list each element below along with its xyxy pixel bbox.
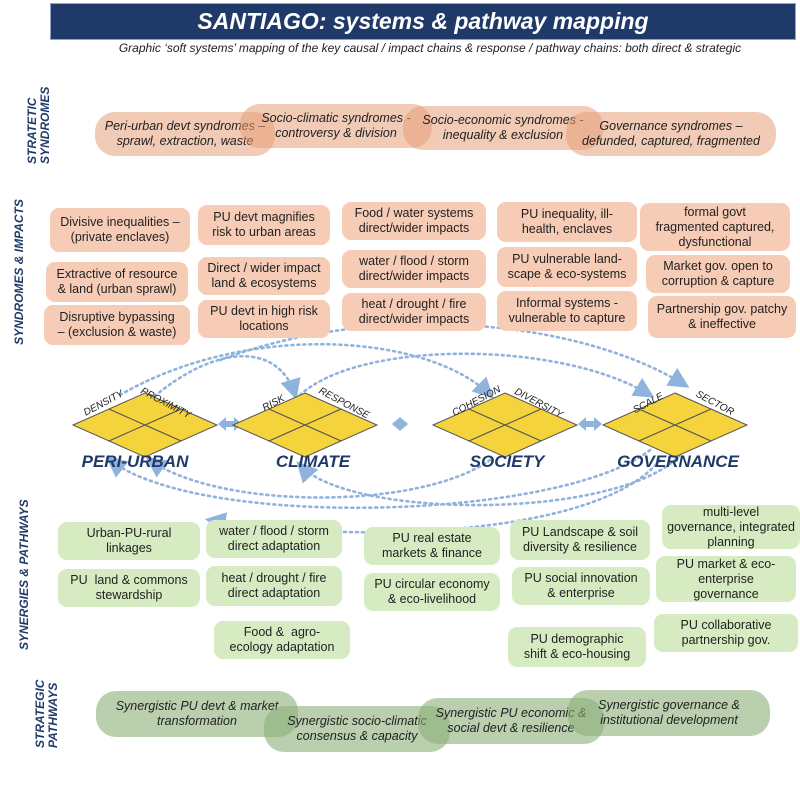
impact-disruptive-bypassing: Disruptive bypassing – (exclusion & wast…	[44, 305, 190, 345]
synergy-pu-collaborative-partnership: PU collaborative partnership gov.	[654, 614, 798, 652]
syndrome-governance: Governance syndromes – defunded, capture…	[566, 112, 776, 156]
synergy-pu-land-commons: PU land & commons stewardship	[58, 569, 200, 607]
arc-periurban-society-upper	[118, 342, 494, 399]
double-arrow-1	[218, 417, 242, 431]
synergy-urban-pu-rural: Urban-PU-rural linkages	[58, 522, 200, 560]
impact-partnership-gov-patchy: Partnership gov. patchy & ineffective	[648, 296, 796, 338]
diamond-piece	[107, 424, 183, 458]
impact-water-flood-storm: water / flood / storm direct/wider impac…	[342, 250, 486, 288]
impact-direct-wider-land: Direct / wider impact land & ecosystems	[198, 257, 330, 295]
arc-periurban-climate-upper	[148, 355, 301, 402]
pathway-governance-institutional: Synergistic governance & institutional d…	[568, 690, 770, 736]
synergy-pu-circular-economy: PU circular economy & eco-livelihood	[364, 573, 500, 611]
impact-heat-drought-fire: heat / drought / fire direct/wider impac…	[342, 293, 486, 331]
double-arrow-2	[392, 417, 408, 431]
page-subtitle: Graphic ‘soft systems’ mapping of the ke…	[118, 41, 742, 55]
node-label-governance: GOVERNANCE	[617, 452, 739, 471]
impact-extractive-resource: Extractive of resource & land (urban spr…	[46, 262, 188, 302]
synergy-water-flood-adaptation: water / flood / storm direct adaptation	[206, 520, 342, 558]
double-arrow-3	[578, 417, 602, 431]
arc-governance-climate-lower	[296, 453, 682, 507]
arc-governance-periurban-lower	[105, 448, 652, 510]
diamond-cluster-society	[431, 392, 579, 458]
diamond-piece	[267, 424, 343, 458]
impact-pu-devt-high-risk: PU devt in high risk locations	[198, 300, 330, 338]
node-label-society: SOCIETY	[469, 452, 545, 471]
impact-informal-systems: Informal systems - vulnerable to capture	[497, 291, 637, 331]
synergy-food-agroecology: Food & agro- ecology adaptation	[214, 621, 350, 659]
impact-pu-devt-magnifies-risk: PU devt magnifies risk to urban areas	[198, 205, 330, 245]
impact-pu-vulnerable-landscape: PU vulnerable land- scape & eco-systems	[497, 247, 637, 287]
synergy-pu-social-innovation: PU social innovation & enterprise	[512, 567, 650, 605]
pathway-pu-devt-market: Synergistic PU devt & market transformat…	[96, 691, 298, 737]
synergy-multi-level-governance: multi-level governance, integrated plann…	[662, 505, 800, 549]
synergy-pu-landscape-soil: PU Landscape & soil diversity & resilien…	[510, 520, 650, 560]
synergy-heat-drought-adaptation: heat / drought / fire direct adaptation	[206, 566, 342, 606]
syndrome-socio-climatic: Socio-climatic syndromes - controversy &…	[240, 104, 432, 148]
impact-food-water-systems: Food / water systems direct/wider impact…	[342, 202, 486, 240]
node-label-climate: CLIMATE	[275, 452, 351, 471]
arc-climate-governance-upper	[298, 352, 655, 398]
diamond-cluster-peri-urban	[71, 392, 219, 458]
title-banner: SANTIAGO: systems & pathway mapping	[50, 3, 796, 40]
double-arrows	[218, 417, 602, 431]
impact-divisive-inequalities: Divisive inequalities – (private enclave…	[50, 208, 190, 252]
diamond-cluster-governance	[601, 392, 749, 458]
diamond-piece	[467, 424, 543, 458]
impact-pu-inequality: PU inequality, ill- health, enclaves	[497, 202, 637, 242]
diamond-cluster-climate	[231, 392, 379, 458]
arc-society-periurban-lower	[145, 456, 492, 499]
page-title: SANTIAGO: systems & pathway mapping	[197, 8, 649, 34]
synergy-pu-real-estate: PU real estate markets & finance	[364, 527, 500, 565]
node-label-peri-urban: PERI-URBAN	[81, 452, 189, 471]
synergy-pu-market-eco-enterprise: PU market & eco- enterprise governance	[656, 556, 796, 602]
diamond-piece	[637, 424, 713, 458]
impact-formal-govt-fragmented: formal govt fragmented captured, dysfunc…	[640, 203, 790, 251]
synergy-pu-demographic-shift: PU demographic shift & eco-housing	[508, 627, 646, 667]
impact-market-gov-corruption: Market gov. open to corruption & capture	[646, 255, 790, 293]
